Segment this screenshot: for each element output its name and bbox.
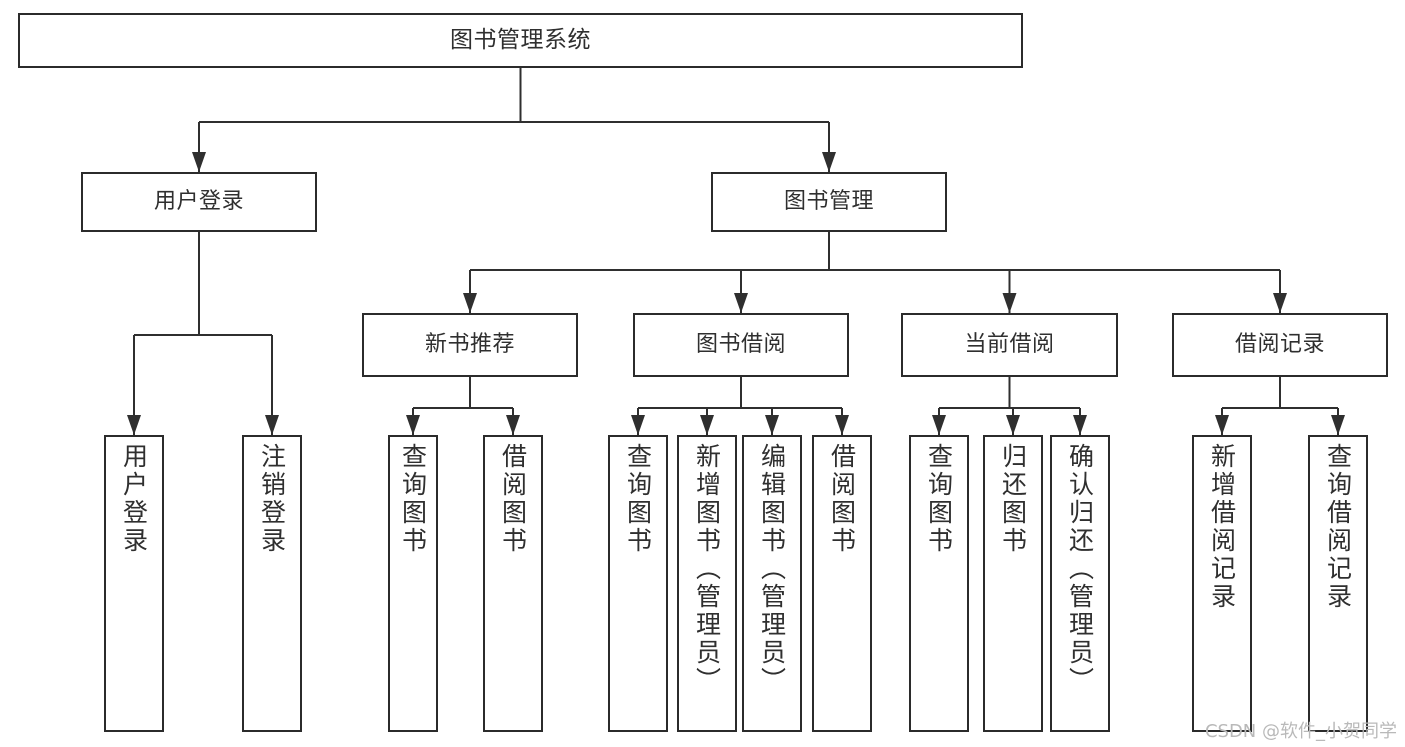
- node-r_query[interactable]: 查询借阅记录: [1308, 435, 1368, 732]
- node-records[interactable]: 借阅记录: [1172, 313, 1388, 377]
- node-label-l_logout: 注销登录: [257, 443, 287, 555]
- arrowhead-bookmgmt: [822, 152, 836, 172]
- arrowhead-r_add: [1215, 415, 1229, 435]
- node-login[interactable]: 用户登录: [81, 172, 317, 232]
- arrowhead-c_confirm: [1073, 415, 1087, 435]
- arrowhead-borrow: [734, 293, 748, 313]
- node-label-root: 图书管理系统: [450, 26, 591, 53]
- node-c_return[interactable]: 归还图书: [983, 435, 1043, 732]
- node-label-login: 用户登录: [153, 189, 244, 215]
- node-label-borrow: 图书借阅: [695, 332, 786, 358]
- node-current[interactable]: 当前借阅: [901, 313, 1118, 377]
- node-label-c_confirm: 确认归还（管理员）: [1065, 443, 1095, 695]
- arrowhead-c_query: [932, 415, 946, 435]
- node-label-r_add: 新增借阅记录: [1207, 443, 1237, 611]
- arrowhead-login: [192, 152, 206, 172]
- node-bookmgmt[interactable]: 图书管理: [711, 172, 947, 232]
- node-label-newbook: 新书推荐: [424, 332, 515, 358]
- node-b_query[interactable]: 查询图书: [608, 435, 668, 732]
- node-newbook[interactable]: 新书推荐: [362, 313, 578, 377]
- arrowhead-current: [1002, 293, 1017, 313]
- node-root[interactable]: 图书管理系统: [18, 13, 1023, 68]
- node-label-bookmgmt: 图书管理: [783, 189, 874, 215]
- arrowhead-n_borrow: [506, 415, 520, 435]
- arrowhead-r_query: [1331, 415, 1345, 435]
- connector-lines: [127, 68, 1345, 435]
- arrowhead-b_lend: [835, 415, 849, 435]
- arrowhead-b_query: [631, 415, 645, 435]
- node-label-records: 借阅记录: [1234, 332, 1325, 358]
- arrowhead-records: [1273, 293, 1287, 313]
- node-n_query[interactable]: 查询图书: [388, 435, 438, 732]
- node-label-c_query: 查询图书: [924, 443, 954, 555]
- arrowhead-b_add: [700, 415, 714, 435]
- arrowhead-l_logout: [265, 415, 279, 435]
- node-n_borrow[interactable]: 借阅图书: [483, 435, 543, 732]
- node-label-n_borrow: 借阅图书: [498, 443, 528, 555]
- node-label-c_return: 归还图书: [998, 443, 1028, 555]
- arrowhead-b_edit: [765, 415, 779, 435]
- arrowhead-n_query: [406, 415, 420, 435]
- node-l_login[interactable]: 用户登录: [104, 435, 164, 732]
- node-label-current: 当前借阅: [964, 332, 1055, 358]
- node-label-b_edit: 编辑图书（管理员）: [757, 443, 787, 695]
- node-c_query[interactable]: 查询图书: [909, 435, 969, 732]
- node-label-n_query: 查询图书: [398, 443, 428, 555]
- node-label-l_login: 用户登录: [119, 443, 149, 555]
- node-label-b_query: 查询图书: [623, 443, 653, 555]
- node-b_edit[interactable]: 编辑图书（管理员）: [742, 435, 802, 732]
- arrowhead-c_return: [1006, 415, 1020, 435]
- node-borrow[interactable]: 图书借阅: [633, 313, 849, 377]
- arrowhead-l_login: [127, 415, 141, 435]
- node-c_confirm[interactable]: 确认归还（管理员）: [1050, 435, 1110, 732]
- node-label-b_add: 新增图书（管理员）: [692, 443, 722, 695]
- node-r_add[interactable]: 新增借阅记录: [1192, 435, 1252, 732]
- node-label-b_lend: 借阅图书: [827, 443, 857, 555]
- node-label-r_query: 查询借阅记录: [1323, 443, 1353, 611]
- node-b_lend[interactable]: 借阅图书: [812, 435, 872, 732]
- node-l_logout[interactable]: 注销登录: [242, 435, 302, 732]
- watermark-credit: CSDN @软件_小贺同学: [1204, 721, 1397, 742]
- arrowhead-newbook: [463, 293, 477, 313]
- node-b_add[interactable]: 新增图书（管理员）: [677, 435, 737, 732]
